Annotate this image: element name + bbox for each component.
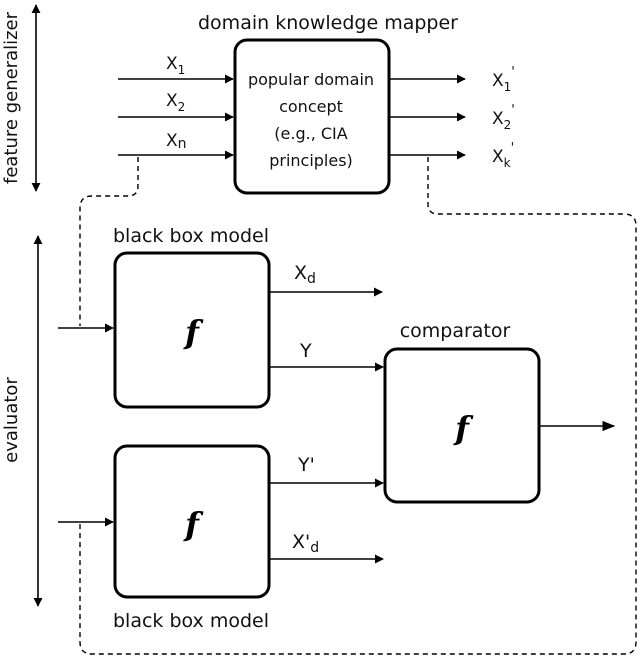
mapper-body-line: principles) bbox=[269, 151, 353, 170]
dashed-connector-xn-to-blackbox bbox=[79, 157, 139, 326]
mapper-body-line: concept bbox=[279, 97, 343, 116]
black-box-bottom bbox=[113, 444, 271, 599]
black-box-top-output-xd-label: Xd bbox=[294, 262, 316, 287]
black-box-top bbox=[113, 251, 271, 409]
evaluator-label: evaluator bbox=[1, 377, 22, 463]
mapper-title: domain knowledge mapper bbox=[198, 12, 458, 34]
comparator-label: comparator bbox=[400, 320, 511, 342]
black-box-top-output-y-label: Y bbox=[299, 340, 312, 362]
mapper-body-line: (e.g., CIA bbox=[274, 124, 347, 143]
black-box-bottom-function-symbol: f bbox=[183, 505, 204, 543]
black-box-bottom-output-yprime-label: Y' bbox=[297, 454, 315, 476]
mapper-input-label: X2 bbox=[166, 91, 185, 114]
mapper-output-label: X2' bbox=[492, 103, 515, 132]
dashed-connector-xk-to-blackbox bbox=[79, 157, 637, 655]
black-box-top-label: black box model bbox=[113, 225, 269, 247]
black-box-bottom-label: black box model bbox=[113, 610, 269, 632]
black-box-top-function-symbol: f bbox=[183, 313, 204, 351]
mapper-box bbox=[233, 38, 391, 195]
mapper-input-label: Xn bbox=[166, 131, 187, 152]
black-box-bottom-output-xprimed-label: X'd bbox=[292, 531, 319, 556]
mapper-input-label: X1 bbox=[166, 54, 185, 77]
feature-generalizer-label: feature generalizer bbox=[1, 11, 22, 184]
mapper-body-line: popular domain bbox=[248, 70, 374, 89]
mapper-output-label: X1' bbox=[492, 65, 515, 94]
mapper-output-label: Xk' bbox=[492, 141, 514, 170]
comparator-function-symbol: f bbox=[453, 409, 474, 447]
